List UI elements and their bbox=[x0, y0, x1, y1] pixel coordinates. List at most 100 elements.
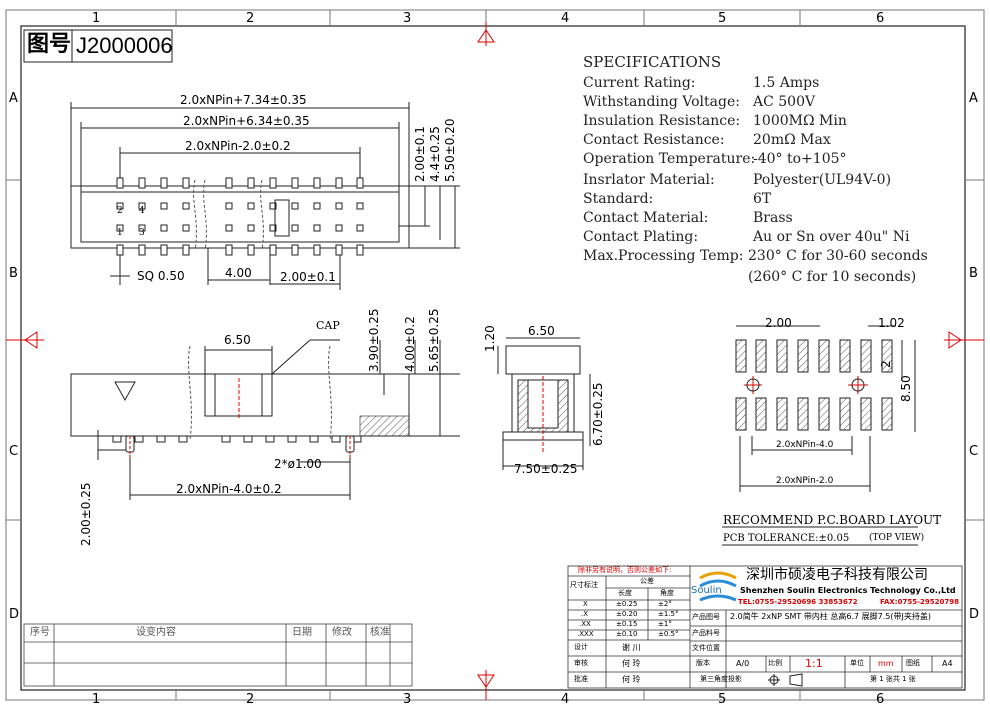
grid-col-label: 6 bbox=[876, 11, 885, 26]
pin-label: 2 bbox=[117, 206, 123, 216]
tol-size: X bbox=[583, 600, 588, 608]
scale: 1:1 bbox=[805, 657, 823, 670]
tol-ang: ±1° bbox=[658, 620, 672, 628]
title-block bbox=[567, 565, 963, 689]
grid-row-label: B bbox=[9, 266, 18, 281]
rev-header: 修改 bbox=[332, 627, 352, 638]
size: A4 bbox=[942, 659, 953, 668]
pin-label: 3 bbox=[139, 228, 145, 238]
pcb-view: (TOP VIEW) bbox=[869, 533, 925, 543]
drawing-no: J2000006 bbox=[76, 33, 173, 58]
dim-post-span: 2.0xNPin-4.0±0.2 bbox=[176, 482, 282, 496]
dim-width-outer: 5.50±0.20 bbox=[443, 118, 457, 183]
grid-row-label: A bbox=[969, 91, 978, 106]
drawing-no-label: 图号 bbox=[27, 32, 72, 57]
len-header: 长度 bbox=[618, 589, 632, 597]
spec-value: Au or Sn over 40u" Ni bbox=[753, 229, 910, 245]
spec-key: Contact Material: bbox=[583, 210, 709, 226]
grid-col-label: 6 bbox=[876, 692, 885, 707]
specs-title: SPECIFICATIONS bbox=[583, 53, 722, 71]
end-view bbox=[497, 337, 591, 470]
file-label: 文件位置 bbox=[692, 644, 720, 652]
dim-pcb-row-span: 8.50 bbox=[899, 375, 913, 402]
side-view-pins bbox=[112, 435, 362, 453]
version-label: 版本 bbox=[696, 659, 710, 667]
pcb-tolerance: PCB TOLERANCE:±0.05 bbox=[723, 533, 850, 544]
grid-row-label: C bbox=[9, 444, 19, 459]
company-tel: TEL:0755-29520696 33853672 bbox=[738, 598, 858, 606]
dim-width-inner: 4.4±0.25 bbox=[428, 126, 442, 182]
dim-pcb-pad-width: 1.02 bbox=[878, 316, 905, 330]
dim-end-cap-height: 1.20 bbox=[483, 325, 497, 352]
dim-post-offset: 2.00±0.25 bbox=[79, 482, 93, 547]
grid-col-label: 1 bbox=[92, 11, 101, 26]
approve-label: 批准 bbox=[574, 675, 588, 683]
spec-value: 6T bbox=[753, 191, 772, 207]
unit: mm bbox=[878, 659, 894, 668]
outer-frame bbox=[5, 9, 985, 701]
top-view bbox=[70, 102, 460, 290]
tol-len: ±0.20 bbox=[616, 610, 638, 618]
dim-cap-height: 3.90±0.25 bbox=[367, 308, 381, 373]
unit-label: 单位 bbox=[850, 659, 864, 667]
tol-note: 除非另有说明，否则公差如下: bbox=[578, 566, 672, 574]
sheet-count: 第 1 张共 1 张 bbox=[870, 675, 916, 683]
dim-pin-square: SQ 0.50 bbox=[137, 269, 185, 283]
dim-pcb-pitch: 2.00 bbox=[765, 316, 792, 330]
spec-key: Withstanding Voltage: bbox=[583, 94, 740, 110]
dim-end-height: 6.70±0.25 bbox=[591, 382, 605, 447]
spec-value: 230° C for 30-60 seconds bbox=[748, 248, 928, 264]
spec-value: -40° to+105° bbox=[753, 151, 847, 167]
tol-header: 公差 bbox=[640, 577, 654, 585]
grid-col-label: 1 bbox=[92, 692, 101, 707]
designer: 谢 川 bbox=[622, 643, 641, 652]
product-name-label: 产品图号 bbox=[692, 613, 720, 621]
rev-header: 核准 bbox=[370, 627, 390, 638]
tol-size: .XX bbox=[579, 620, 591, 628]
pin-label: 1 bbox=[117, 228, 123, 238]
spec-extra: (260° C for 10 seconds) bbox=[748, 269, 917, 285]
top-view-pins bbox=[116, 177, 364, 256]
dim-body-height: 4.00±0.2 bbox=[403, 316, 417, 372]
spec-key: Contact Resistance: bbox=[583, 132, 725, 148]
scale-label: 比例 bbox=[768, 659, 782, 667]
grid-col-label: 5 bbox=[718, 11, 727, 26]
spec-value: AC 500V bbox=[753, 94, 816, 110]
grid-row-label: D bbox=[9, 607, 20, 622]
grid-row-label: C bbox=[969, 444, 979, 459]
spec-key: Max.Processing Temp: bbox=[583, 248, 744, 264]
logo-text: Soulin bbox=[691, 585, 722, 596]
grid-row-label: A bbox=[9, 91, 18, 106]
spec-key: Insulation Resistance: bbox=[583, 113, 741, 129]
spec-value: Polyester(UL94V-0) bbox=[753, 172, 892, 188]
spec-value: 1000MΩ Min bbox=[753, 113, 847, 129]
product-desc: 2.0简牛 2xNP SMT 带内柱 总高6.7 展脚7.5(带J夹持盖) bbox=[730, 612, 931, 621]
dim-pcb-pads-span: 2.0xNPin-2.0 bbox=[776, 476, 834, 486]
version: A/0 bbox=[736, 659, 750, 668]
spec-value: 20mΩ Max bbox=[753, 132, 831, 148]
drawing-no-box bbox=[23, 29, 173, 63]
approver: 何 玲 bbox=[622, 675, 641, 684]
rev-header: 设变内容 bbox=[136, 627, 176, 638]
cap-label: CAP bbox=[316, 319, 340, 332]
tol-size: .X bbox=[581, 610, 589, 618]
side-view bbox=[70, 339, 460, 500]
size-label: 图纸 bbox=[906, 659, 920, 667]
grid-col-label: 5 bbox=[718, 692, 727, 707]
size-header: 尺寸标注 bbox=[570, 581, 598, 589]
reviewer: 何 玲 bbox=[622, 659, 641, 668]
grid-col-label: 4 bbox=[561, 11, 570, 26]
tol-len: ±0.15 bbox=[616, 620, 638, 628]
product-no-label: 产品料号 bbox=[692, 629, 720, 637]
grid-col-label: 3 bbox=[403, 692, 412, 707]
spec-key: Contact Plating: bbox=[583, 229, 699, 245]
dim-key-width: 4.00 bbox=[225, 266, 252, 280]
company-logo bbox=[699, 571, 737, 602]
dim-cap-width: 6.50 bbox=[224, 333, 251, 347]
tol-ang: ±1.5° bbox=[658, 610, 679, 618]
tol-ang: ±0.5° bbox=[658, 630, 679, 638]
inner-frame bbox=[20, 25, 966, 691]
dim-pcb-hole: 2 bbox=[879, 360, 893, 368]
